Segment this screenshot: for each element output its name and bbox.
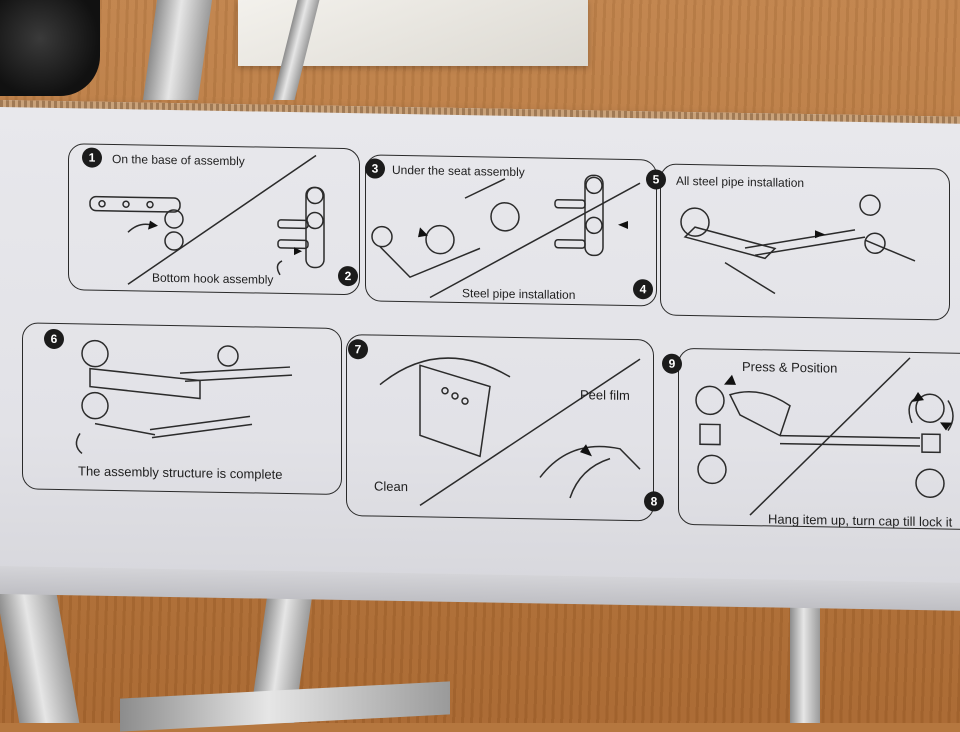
bracket-illustration-5 xyxy=(680,194,916,295)
caption-step-8: Peel film xyxy=(580,387,630,403)
caption-step-2: Bottom hook assembly xyxy=(152,270,274,287)
product-box: 1 On the base of assembly 2 Bottom hook … xyxy=(0,100,960,611)
caption-step-7: Clean xyxy=(374,478,408,495)
step-badge-4: 4 xyxy=(633,279,653,300)
step-badge-9: 9 xyxy=(662,353,682,374)
bracket-illustration-1 xyxy=(89,154,325,285)
step-badge-8: 8 xyxy=(644,491,664,512)
step-badge-2: 2 xyxy=(338,265,358,287)
step-badge-5: 5 xyxy=(646,169,666,190)
caption-step-4: Steel pipe installation xyxy=(462,286,576,303)
bracket-illustration-3 xyxy=(371,174,641,299)
caption-step-9: Press & Position xyxy=(742,358,838,376)
caption-step-5: All steel pipe installation xyxy=(676,173,805,191)
cleaning-illustration-7 xyxy=(379,357,641,506)
rack-illustration-6 xyxy=(75,339,293,455)
caption-step-9b: Hang item up, turn cap till lock it xyxy=(768,511,953,530)
dark-object xyxy=(0,0,100,96)
rack-illustration-9 xyxy=(695,357,954,516)
